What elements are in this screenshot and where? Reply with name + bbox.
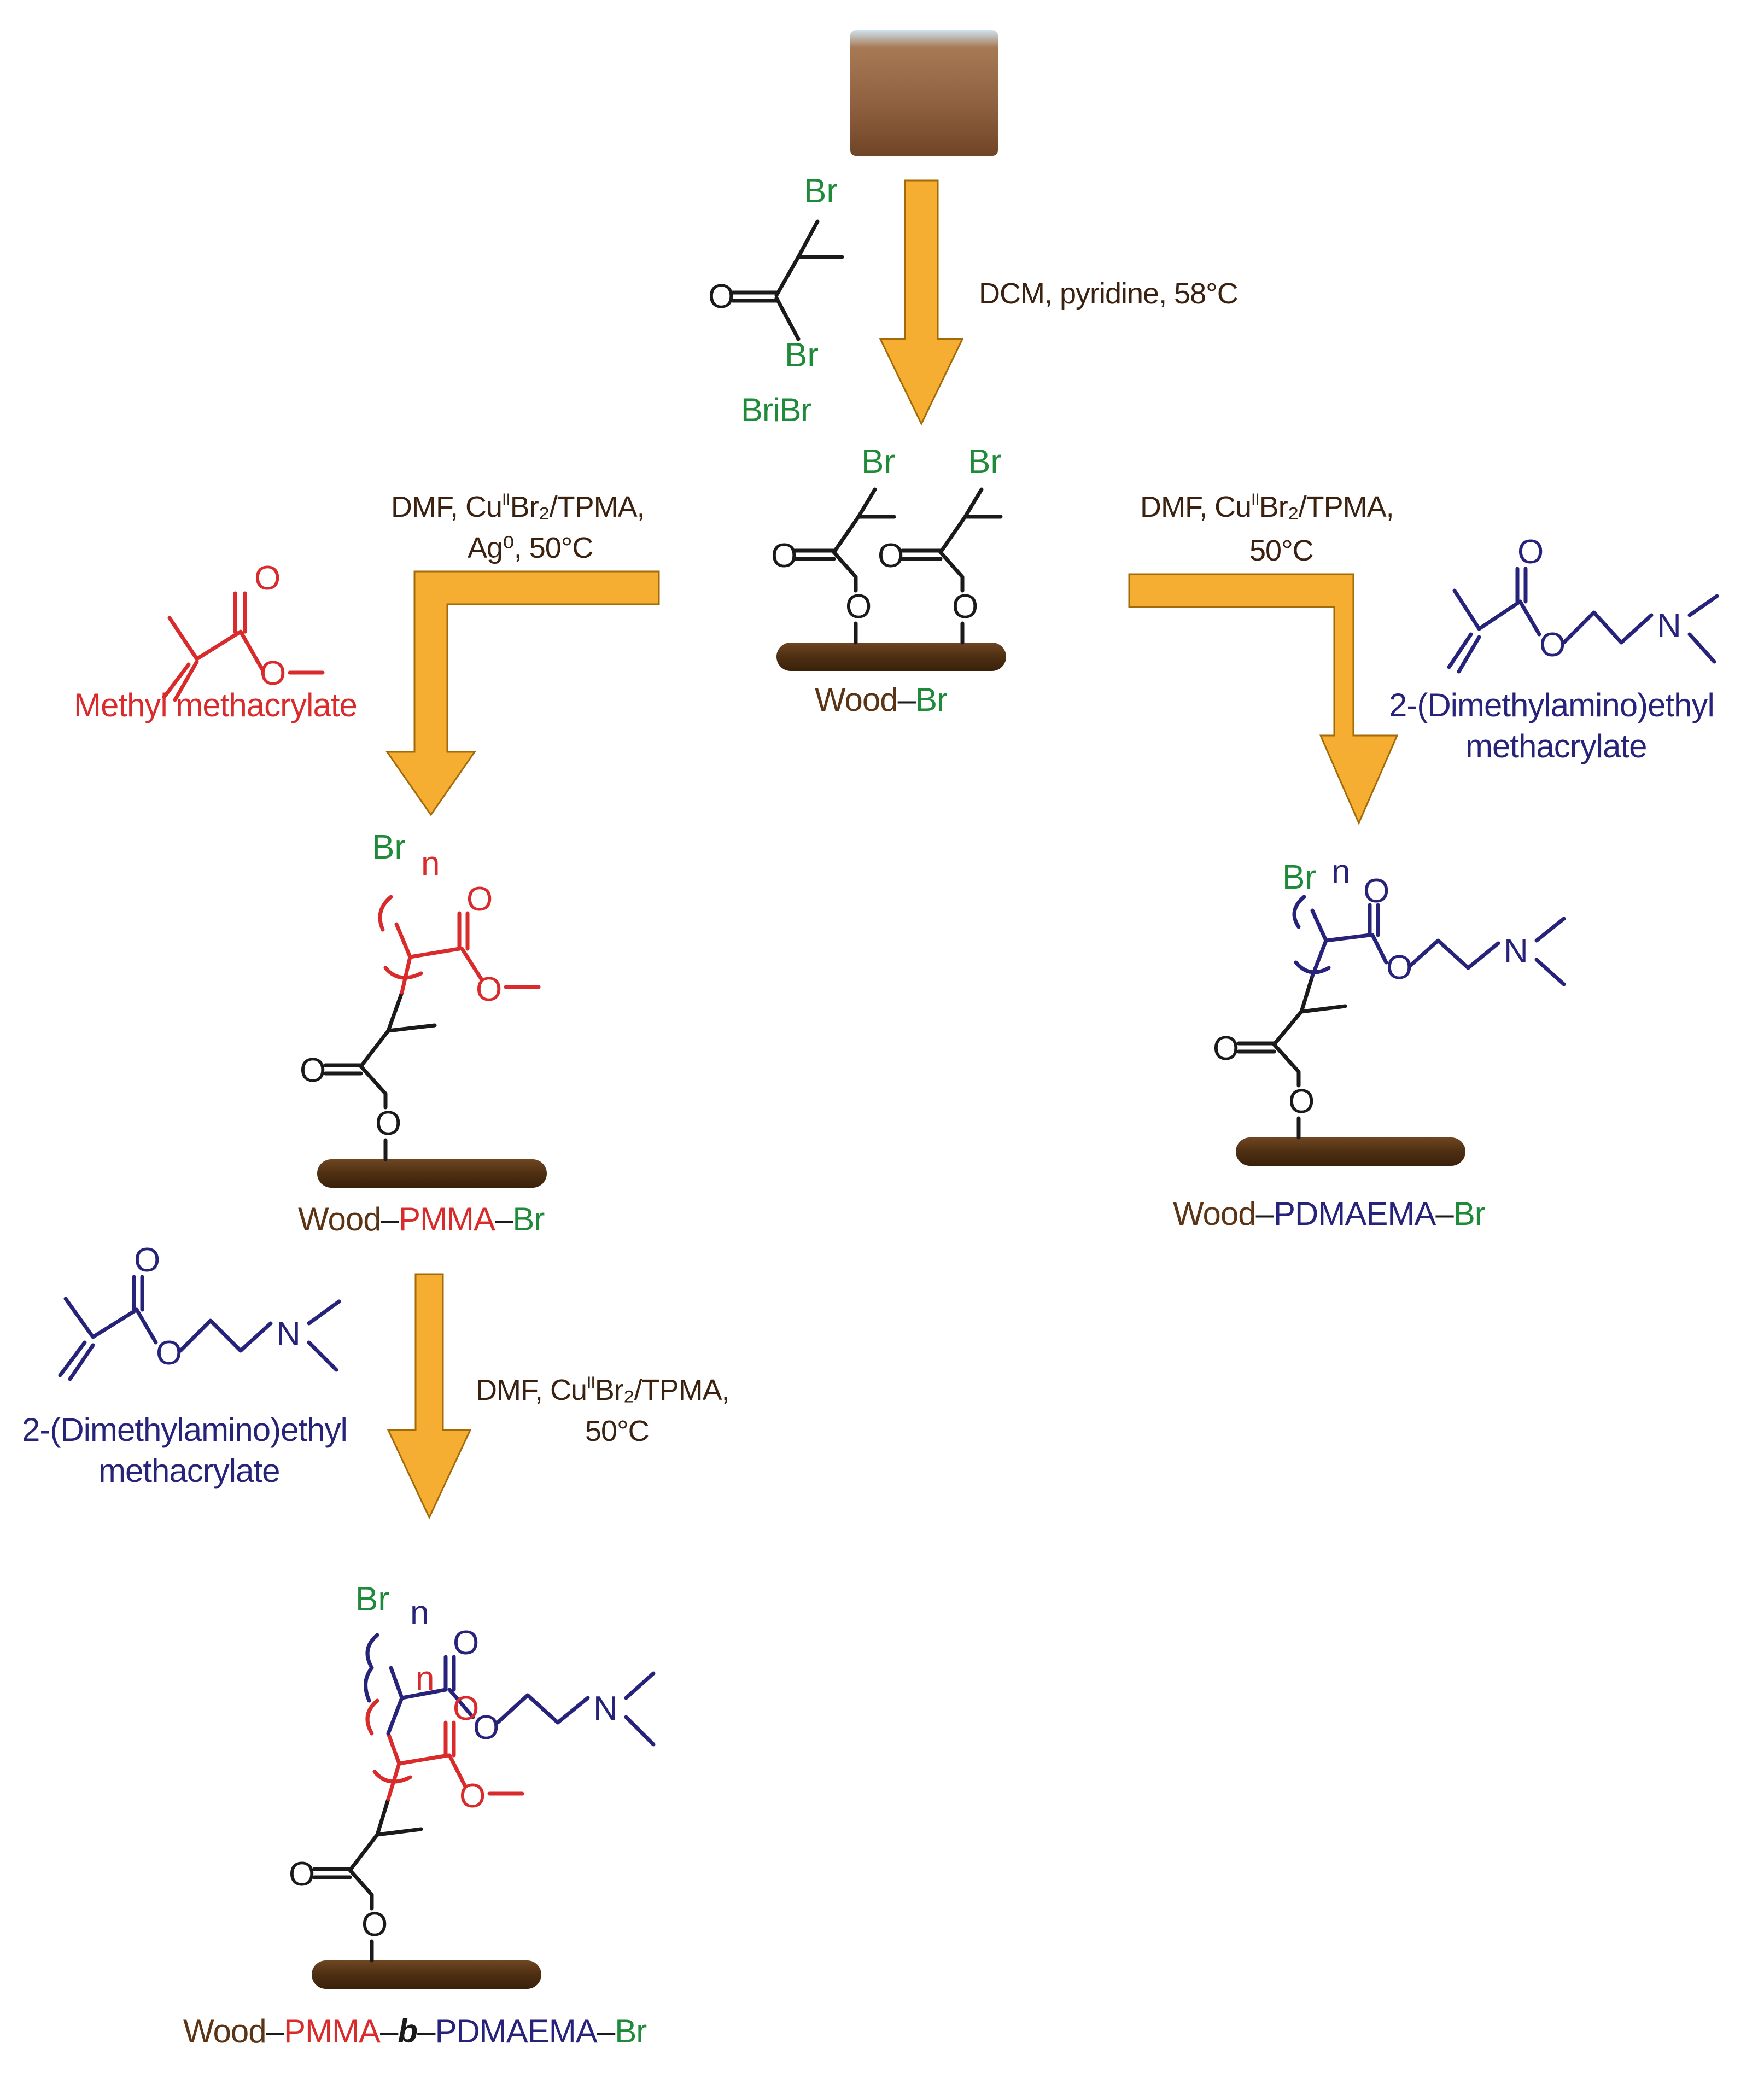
product-label-wood-pdmaema-br: Wood–PDMAEMA–Br	[1173, 1195, 1485, 1232]
conditions-left-line1: DMF, CuIIBr₂/TPMA,	[391, 491, 645, 523]
conditions-down-line2: 50°C	[585, 1415, 649, 1447]
svg-text:O: O	[1517, 533, 1544, 571]
svg-text:Br: Br	[355, 1580, 389, 1618]
svg-text:O: O	[708, 278, 734, 316]
svg-text:O: O	[1386, 949, 1412, 986]
svg-text:Br: Br	[785, 336, 819, 374]
svg-text:N: N	[1657, 607, 1681, 645]
wood-pdmaema-br-structure: O O O O N Br n	[1213, 853, 1566, 1166]
svg-text:O: O	[466, 880, 493, 918]
conditions-right-line2: 50°C	[1249, 534, 1313, 567]
svg-text:Br: Br	[968, 443, 1002, 481]
svg-text:n: n	[416, 1660, 434, 1697]
svg-text:O: O	[1213, 1030, 1239, 1067]
monomer-label-dmaema-right-2: methacrylate	[1465, 728, 1646, 764]
monomer-label-mma: Methyl methacrylate	[74, 687, 357, 723]
svg-text:O: O	[453, 1624, 479, 1662]
dmaema-structure-right: O O N	[1447, 533, 1719, 674]
mma-structure: O O	[162, 559, 325, 702]
wood-block	[850, 30, 998, 156]
svg-text:N: N	[276, 1315, 301, 1353]
product-label-wood-br: Wood–Br	[815, 681, 947, 718]
svg-text:O: O	[361, 1906, 388, 1943]
svg-text:O: O	[473, 1709, 499, 1747]
svg-text:O: O	[260, 655, 286, 692]
monomer-label-dmaema-right-1: 2-(Dimethylamino)ethyl	[1389, 687, 1714, 723]
svg-text:Br: Br	[861, 443, 895, 481]
svg-text:O: O	[134, 1241, 160, 1279]
svg-text:n: n	[421, 845, 440, 883]
svg-text:N: N	[1504, 932, 1528, 970]
monomer-label-dmaema-left-1: 2-(Dimethylamino)ethyl	[22, 1411, 347, 1448]
dmaema-structure-left: O O N	[58, 1241, 341, 1381]
svg-text:Br: Br	[1282, 859, 1316, 896]
svg-text:O: O	[1539, 626, 1566, 664]
svg-text:n: n	[410, 1594, 429, 1632]
svg-text:n: n	[1331, 853, 1350, 891]
svg-text:N: N	[593, 1690, 618, 1727]
wood-br-structure: O O Br O O Br	[771, 443, 1006, 671]
arrow-down	[387, 1273, 472, 1520]
svg-text:O: O	[375, 1105, 401, 1142]
wood-pmma-br-structure: O O O O Br n	[300, 828, 547, 1188]
svg-text:O: O	[952, 588, 978, 626]
svg-text:O: O	[1363, 872, 1389, 910]
svg-text:O: O	[459, 1777, 486, 1815]
wood-block-copolymer-structure: O O O O O O N Br n n	[289, 1580, 656, 1989]
conditions-left-line2: Ag⁰, 50°C	[468, 532, 593, 564]
conditions-right-line1: DMF, CuIIBr₂/TPMA,	[1140, 491, 1394, 523]
conditions-step1: DCM, pyridine, 58°C	[979, 277, 1238, 310]
product-label-wood-block-copolymer: Wood–PMMA–b–PDMAEMA–Br	[183, 2013, 646, 2050]
arrow-left	[385, 570, 660, 816]
svg-text:O: O	[300, 1052, 326, 1089]
arrow-right	[1128, 573, 1399, 825]
product-label-wood-pmma-br: Wood–PMMA–Br	[298, 1201, 544, 1237]
svg-text:Br: Br	[372, 828, 406, 866]
svg-text:O: O	[254, 559, 281, 597]
arrow-step1	[879, 179, 964, 426]
svg-text:Br: Br	[804, 172, 838, 210]
svg-text:O: O	[878, 537, 904, 575]
svg-text:O: O	[476, 971, 502, 1008]
monomer-label-dmaema-left-2: methacrylate	[98, 1452, 279, 1489]
svg-text:O: O	[1288, 1083, 1315, 1120]
bribr-structure: O Br Br	[708, 172, 844, 374]
svg-text:O: O	[845, 588, 872, 626]
reagent-name-bribr: BriBr	[741, 392, 811, 428]
svg-text:O: O	[453, 1690, 479, 1727]
svg-text:O: O	[156, 1334, 182, 1372]
svg-text:O: O	[289, 1855, 315, 1893]
conditions-down-line1: DMF, CuIIBr₂/TPMA,	[476, 1374, 729, 1406]
svg-text:O: O	[771, 537, 797, 575]
